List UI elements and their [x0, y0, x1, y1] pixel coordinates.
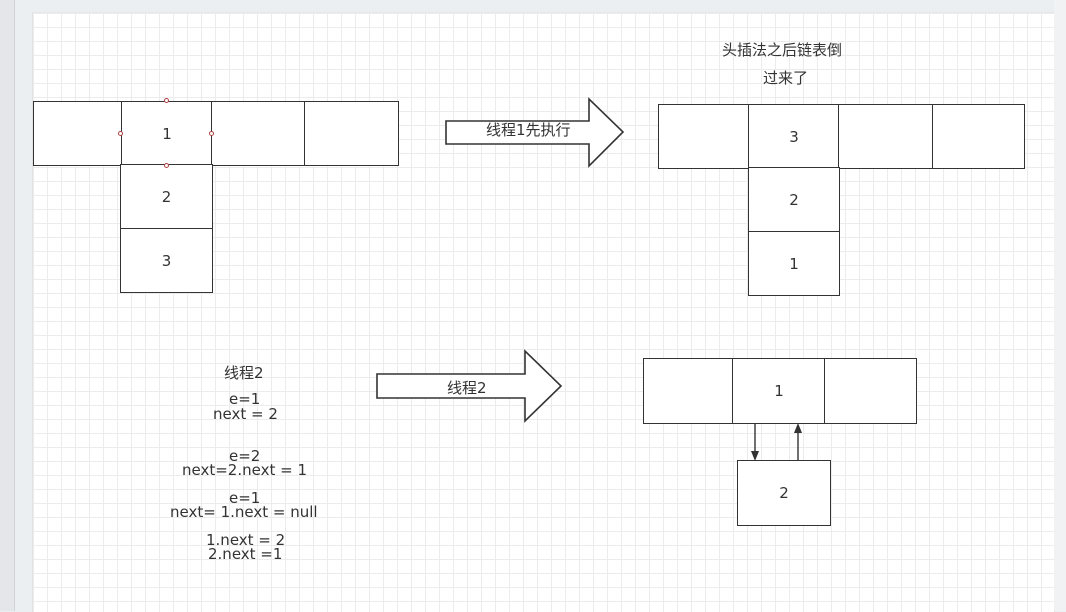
note-line: next= 1.next = null — [170, 503, 318, 521]
note-line: next = 2 — [213, 405, 278, 423]
block-arrow-thread2[interactable] — [376, 349, 563, 423]
list-node[interactable]: 2 — [120, 164, 213, 230]
table-cell[interactable] — [304, 101, 399, 166]
caption-line-1: 头插法之后链表倒 — [722, 41, 843, 59]
block-arrow-thread1[interactable] — [445, 97, 625, 168]
note-line: e=1 — [229, 390, 261, 408]
selection-handle[interactable] — [164, 163, 169, 168]
list-node[interactable]: 2 — [737, 460, 831, 526]
thread2-title: 线程2 — [224, 364, 264, 382]
table-cell[interactable] — [932, 104, 1025, 169]
note-line: e=1 — [229, 489, 261, 507]
table-cell[interactable] — [33, 101, 123, 166]
table-cell[interactable]: 3 — [748, 104, 840, 169]
arrow-thread1-label: 线程1先执行 — [486, 121, 571, 139]
selection-handle[interactable] — [209, 131, 214, 136]
list-node[interactable]: 2 — [748, 167, 840, 233]
left-panel-strip — [0, 0, 15, 611]
selection-handle[interactable] — [164, 98, 169, 103]
list-node[interactable]: 3 — [120, 228, 213, 293]
arrowhead-down — [751, 451, 759, 461]
caption-line-2: 过来了 — [763, 69, 809, 87]
scrollbar-strip[interactable] — [1054, 0, 1066, 611]
note-line: 2.next =1 — [208, 545, 283, 563]
table-cell[interactable] — [838, 104, 934, 169]
arrow-thread2-label: 线程2 — [447, 379, 487, 397]
table-cell[interactable] — [643, 358, 735, 424]
list-node[interactable]: 1 — [748, 231, 840, 296]
arrowhead-up — [794, 423, 802, 433]
table-cell[interactable] — [824, 358, 917, 424]
note-line: 1.next = 2 — [206, 531, 286, 549]
note-line: e=2 — [229, 447, 261, 465]
table-cell[interactable]: 1 — [732, 358, 826, 424]
note-line: next=2.next = 1 — [182, 461, 307, 479]
table-cell[interactable] — [658, 104, 750, 169]
selection-handle[interactable] — [118, 131, 123, 136]
